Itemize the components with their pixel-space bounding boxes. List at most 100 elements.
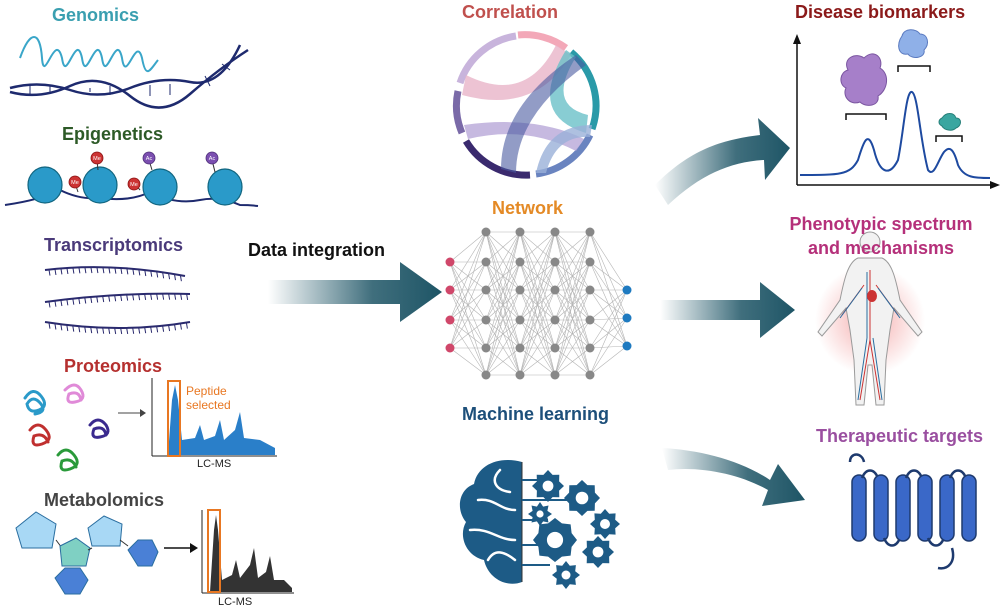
rna-base — [54, 300, 57, 307]
rna-base — [180, 293, 183, 300]
network-edge — [554, 231, 591, 263]
rna-base — [156, 326, 159, 333]
epigenetics-illustration: Me Me Me Ac Ac — [4, 151, 259, 207]
proteomics-spectrum — [151, 378, 277, 457]
biomarker-plot — [793, 29, 1000, 189]
network-node — [515, 343, 525, 353]
acetyl-label: Ac — [146, 156, 153, 162]
rna-base — [156, 293, 159, 300]
methyl-label: Me — [93, 156, 101, 162]
network-edge — [589, 317, 628, 376]
rna-base — [126, 268, 129, 275]
metabolomics-illustration — [15, 511, 159, 595]
rna-base — [78, 326, 81, 333]
network-edge — [519, 347, 556, 376]
rna-base — [132, 268, 135, 275]
network-edge — [554, 319, 591, 349]
network-edge — [554, 261, 591, 376]
protein-blob — [28, 423, 51, 447]
metabolite-pentagon — [59, 537, 91, 567]
network-edge — [519, 319, 556, 376]
network-edge — [449, 319, 487, 376]
network-edge — [519, 319, 556, 349]
transmembrane-helix — [873, 474, 889, 542]
outcome-arrow-middle — [660, 282, 795, 338]
rna-base — [179, 323, 182, 330]
rna-base — [90, 267, 93, 274]
human-body — [815, 231, 925, 406]
network-edge — [449, 231, 487, 263]
network-edge — [449, 319, 487, 349]
rna-base — [48, 269, 51, 276]
rna-base — [54, 268, 57, 275]
network-title: Network — [492, 198, 564, 218]
network-node — [481, 227, 491, 237]
helix-group — [851, 469, 977, 547]
rna-base — [108, 327, 111, 334]
protein-blob — [56, 448, 79, 472]
proteomics-illustration — [23, 383, 110, 472]
genomics-illustration — [9, 36, 249, 109]
data-integration-label: Data integration — [248, 240, 386, 260]
network-edge — [485, 319, 521, 349]
network-edge — [589, 261, 628, 291]
rna-base — [144, 327, 147, 334]
protein-blue — [898, 29, 928, 58]
acetyl-mark — [142, 151, 156, 165]
network-edge — [589, 289, 628, 376]
network-edge — [485, 231, 521, 349]
protein-blob — [88, 418, 110, 439]
network-edge — [485, 319, 521, 376]
peak-selection-box — [207, 509, 221, 593]
transmembrane-helix — [851, 474, 867, 542]
network-edge — [589, 289, 628, 321]
rna-base — [60, 268, 63, 275]
rna-base — [150, 326, 153, 333]
network-edge — [485, 231, 521, 263]
epigenetics-title: Epigenetics — [62, 124, 164, 144]
peptide-selection-box — [167, 380, 181, 457]
nucleosome — [27, 166, 63, 204]
transmembrane-helix — [939, 474, 955, 542]
dna-strand-a — [9, 44, 242, 96]
gear-hole — [536, 510, 544, 518]
chromatin-coil — [19, 36, 159, 72]
network-edge — [449, 231, 487, 321]
rna-base — [108, 267, 111, 274]
rna-base — [72, 267, 75, 274]
network-edge — [485, 347, 521, 376]
integration-arrow — [268, 262, 442, 322]
network-edge — [485, 231, 521, 376]
rna-base — [96, 296, 99, 303]
methyl-label: Me — [71, 180, 79, 186]
network-node — [622, 313, 632, 323]
network-edge — [485, 261, 521, 349]
rna-base — [120, 327, 123, 335]
rna-strand — [44, 292, 191, 303]
methyl-label: Me — [130, 182, 138, 188]
network-node — [585, 227, 595, 237]
rna-base — [66, 267, 69, 275]
network-node — [622, 341, 632, 351]
metabolite-pentagon — [87, 515, 123, 547]
rna-base — [185, 322, 188, 329]
rna-base — [150, 270, 153, 277]
rna-base — [174, 324, 177, 331]
rna-base — [132, 294, 135, 301]
network-edge — [554, 347, 591, 376]
rna-base — [162, 325, 165, 332]
network-edge — [589, 289, 628, 349]
rna-base — [72, 298, 75, 305]
transmembrane-helix — [961, 474, 977, 542]
network-edge — [589, 289, 628, 347]
network-edge — [554, 231, 591, 376]
network-node — [515, 227, 525, 237]
acetyl-mark — [205, 151, 219, 165]
network-edge — [485, 261, 521, 376]
gear-hole — [546, 531, 564, 549]
metabolite-hexagon — [127, 539, 159, 567]
therapeutic-targets-title: Therapeutic targets — [816, 426, 984, 446]
network-node — [585, 343, 595, 353]
rna-base — [173, 274, 176, 281]
